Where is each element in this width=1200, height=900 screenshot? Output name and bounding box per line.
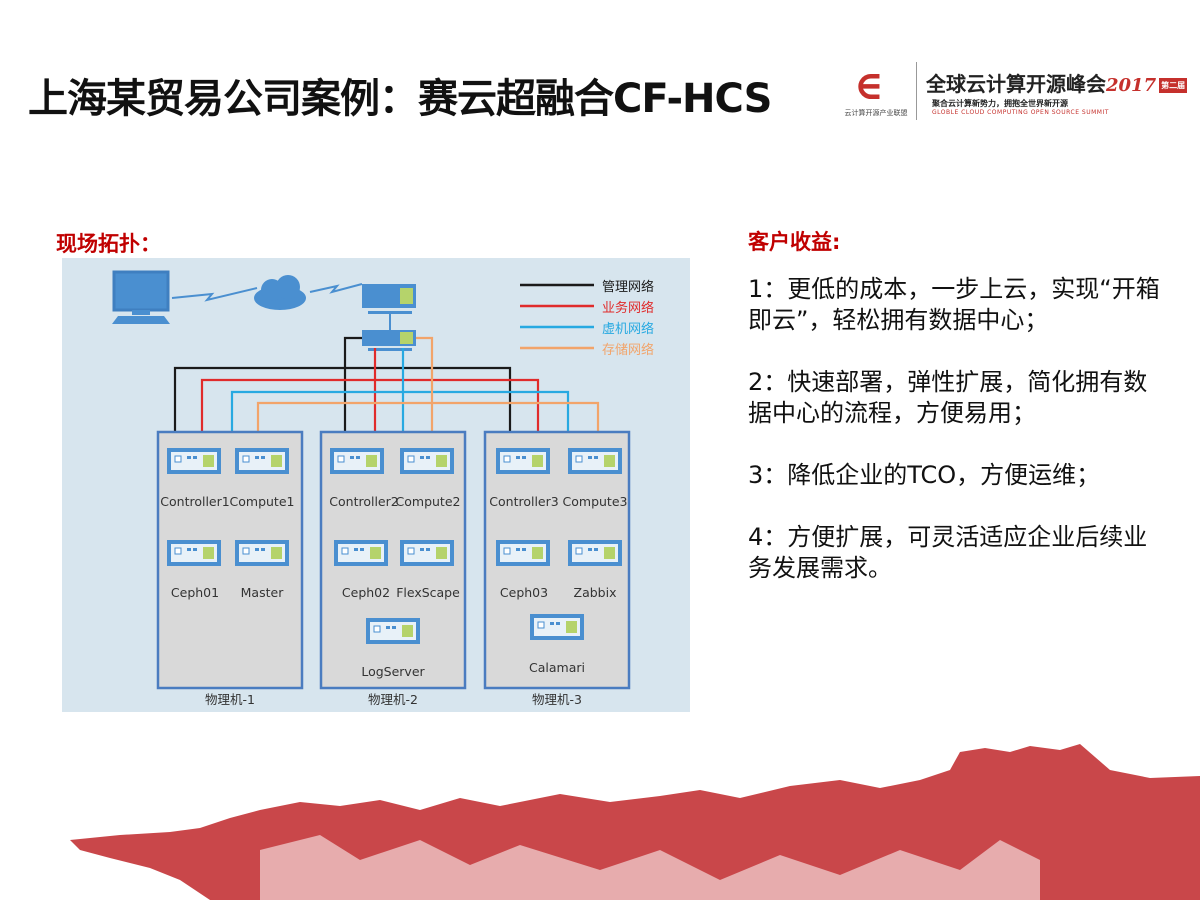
node-label: LogServer [361, 664, 425, 679]
logo-badge: 第二届 [1159, 78, 1188, 93]
node-label: Controller1 [160, 494, 230, 509]
switch-icon [362, 330, 416, 351]
logo-org: 云计算开源产业联盟 [844, 109, 908, 117]
server-node-icon [235, 540, 289, 566]
topology-label: 现场拓扑： [56, 232, 161, 256]
node-label: Zabbix [573, 585, 617, 600]
mgmt-uplink [343, 336, 362, 432]
benefit-item: 4：方便扩展，可灵活适应企业后续业务发展需求。 [748, 523, 1148, 582]
node-label: Calamari [529, 660, 585, 675]
server-node-icon [330, 448, 384, 474]
topology-svg [112, 270, 631, 690]
node-label: Controller3 [489, 494, 559, 509]
server-node-icon [334, 540, 388, 566]
slide-title: 上海某贸易公司案例：赛云超融合CF-HCS [28, 76, 772, 122]
mgmt-network-line [173, 366, 512, 432]
node-label: Compute2 [395, 494, 461, 509]
node-label: Compute3 [562, 494, 628, 509]
storage-network-line [256, 401, 600, 432]
server-node-icon [235, 448, 289, 474]
vm-network-line [230, 390, 570, 432]
server-node-icon [400, 540, 454, 566]
benefit-item: 3：降低企业的TCO，方便运维； [748, 461, 1101, 489]
legend-storage: 存储网络 [602, 343, 655, 358]
server-node-icon [496, 448, 550, 474]
node-label: Ceph03 [499, 585, 549, 600]
server-node-icon [568, 540, 622, 566]
benefit-item: 1：更低的成本，一步上云，实现“开箱即云”，轻松拥有数据中心； [748, 275, 1160, 334]
logo-tagline: 聚合云计算新势力，拥抱全世界新开源 [932, 99, 1068, 108]
logo-divider [916, 62, 917, 120]
node-label: Controller2 [329, 494, 399, 509]
great-wall-decoration [70, 744, 1200, 900]
machine-label: 物理机-3 [532, 692, 582, 707]
node-label: Ceph01 [170, 585, 220, 600]
node-label: Compute1 [229, 494, 295, 509]
benefits-list: 1：更低的成本，一步上云，实现“开箱即云”，轻松拥有数据中心； 2：快速部署，弹… [748, 274, 1168, 615]
node-label: FlexScape [396, 585, 460, 600]
machine-label: 物理机-2 [368, 692, 418, 707]
wireless-link-icon [171, 283, 363, 302]
server-node-icon [167, 448, 221, 474]
benefit-item: 2：快速部署，弹性扩展，简化拥有数据中心的流程，方便易用； [748, 368, 1148, 427]
computer-icon [112, 270, 170, 324]
router-icon [362, 284, 416, 314]
server-node-icon [400, 448, 454, 474]
topology-diagram: 管理网络 业务网络 虚机网络 存储网络 Controller1 Compute1… [62, 258, 690, 712]
cloud-icon [254, 275, 306, 310]
node-label: Ceph02 [341, 585, 391, 600]
node-label: Master [240, 585, 284, 600]
benefits-label: 客户收益: [748, 230, 841, 254]
server-node-icon [530, 614, 584, 640]
server-node-icon [366, 618, 420, 644]
server-node-icon [496, 540, 550, 566]
logo-year: 2017 [1106, 75, 1157, 96]
server-node-icon [568, 448, 622, 474]
alliance-logo-icon: ∈ [854, 62, 884, 109]
legend-mgmt: 管理网络 [602, 280, 655, 295]
logo-name-text: 全球云计算开源峰会 [926, 72, 1106, 96]
server-node-icon [167, 540, 221, 566]
legend-service: 业务网络 [602, 301, 655, 316]
machine-label: 物理机-1 [205, 692, 255, 707]
service-network-line [200, 378, 540, 432]
logo-english: GLOBLE CLOUD COMPUTING OPEN SOURCE SUMMI… [932, 109, 1109, 116]
legend-vm: 虚机网络 [602, 322, 655, 337]
